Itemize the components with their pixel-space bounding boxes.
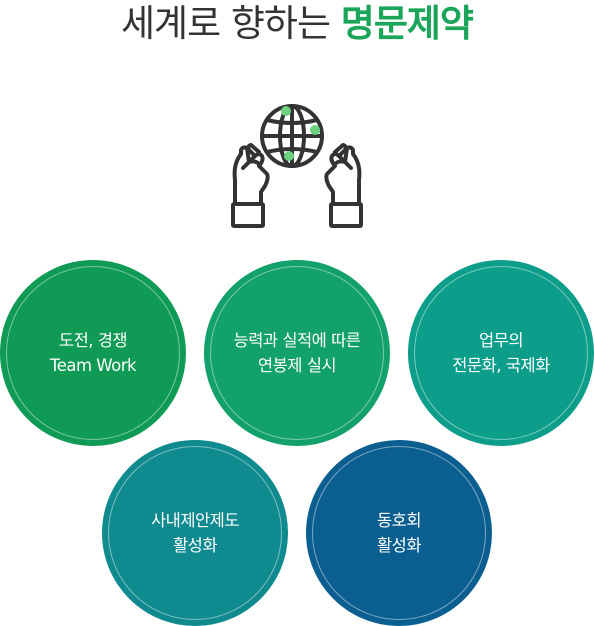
- circle-label: 동호회 활성화: [306, 440, 492, 626]
- circle-inner-ring: [6, 266, 180, 440]
- title-normal-text: 세계로 향하는: [121, 2, 331, 45]
- page-title: 세계로 향하는 명문제약: [0, 2, 594, 46]
- circle-line2: 전문화, 국제화: [452, 356, 550, 375]
- circle-line2: 활성화: [172, 536, 218, 555]
- circle-inner-ring: [414, 266, 588, 440]
- value-circle-challenge: 도전, 경쟁 Team Work: [0, 260, 186, 446]
- circle-inner-ring: [210, 266, 384, 440]
- value-circle-club: 동호회 활성화: [306, 440, 492, 626]
- circle-line1: 도전, 경쟁: [58, 331, 128, 350]
- globe-dot: [310, 125, 320, 135]
- circle-label: 사내제안제도 활성화: [102, 440, 288, 626]
- globe-dot: [284, 151, 294, 161]
- title-accent-text: 명문제약: [340, 2, 474, 45]
- circle-line1: 능력과 실적에 따른: [233, 331, 361, 350]
- circle-line2: 연봉제 실시: [257, 356, 337, 375]
- circle-inner-ring: [108, 446, 282, 620]
- circle-inner-ring: [312, 446, 486, 620]
- value-circle-salary: 능력과 실적에 따른 연봉제 실시: [204, 260, 390, 446]
- circle-label: 업무의 전문화, 국제화: [408, 260, 594, 446]
- circle-line1: 사내제안제도: [150, 511, 240, 530]
- value-circle-suggestion: 사내제안제도 활성화: [102, 440, 288, 626]
- circle-line1: 업무의: [478, 331, 524, 350]
- circle-line2: 활성화: [376, 536, 422, 555]
- globe-in-hands-icon: [231, 104, 363, 228]
- circle-label: 도전, 경쟁 Team Work: [0, 260, 186, 446]
- circle-label: 능력과 실적에 따른 연봉제 실시: [204, 260, 390, 446]
- value-circle-specialization: 업무의 전문화, 국제화: [408, 260, 594, 446]
- circle-line1: 동호회: [376, 511, 422, 530]
- circle-line2: Team Work: [49, 356, 137, 375]
- globe-dot: [281, 106, 291, 116]
